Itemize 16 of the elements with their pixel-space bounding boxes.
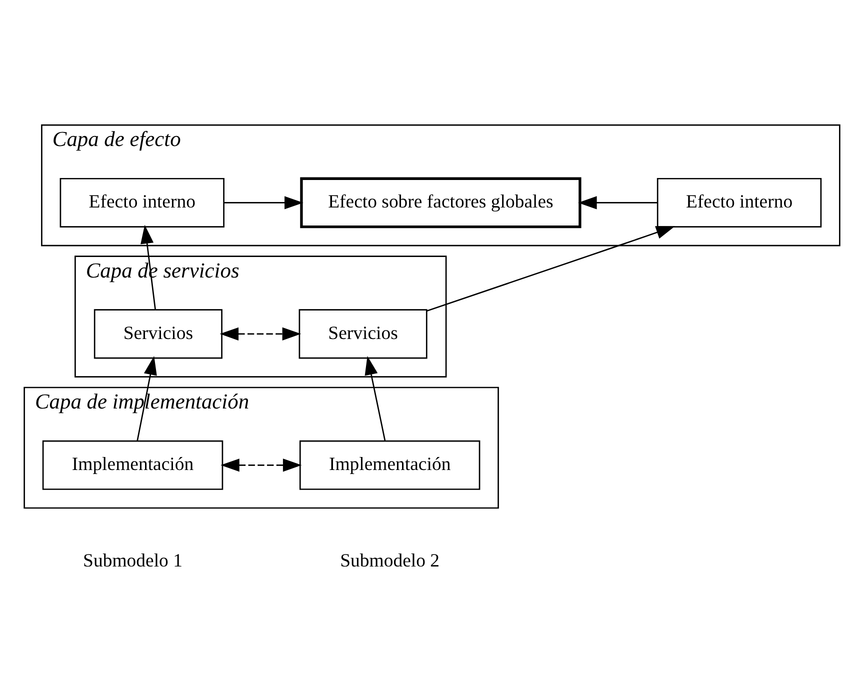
arrow: [364, 356, 386, 441]
node-box: Implementación: [299, 440, 480, 490]
arrow: [224, 196, 304, 210]
arrow: [136, 356, 157, 441]
arrow: [578, 196, 658, 210]
label: Submodelo 2: [340, 550, 440, 572]
node-box: Implementación: [42, 440, 224, 490]
arrow: [426, 226, 675, 312]
node-box: Efecto interno: [656, 178, 822, 228]
node-box: Servicios: [94, 309, 222, 359]
node-box: Efecto sobre factores globales: [300, 177, 582, 228]
arrow: [220, 458, 302, 472]
node-box: Servicios: [298, 309, 428, 359]
arrow: [220, 327, 302, 340]
label: Submodelo 1: [83, 550, 182, 572]
node-box: Efecto interno: [60, 178, 224, 228]
